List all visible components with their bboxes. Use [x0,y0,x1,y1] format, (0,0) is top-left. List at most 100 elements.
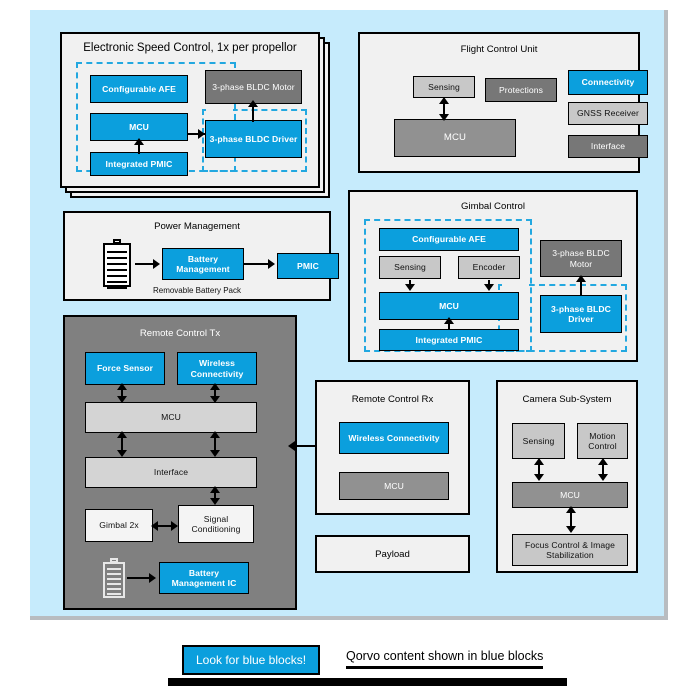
camera-focus-control[interactable]: Focus Control & Image Stabilization [512,534,628,566]
power-battery-management[interactable]: Battery Management [162,248,244,280]
gimbal-bldc-driver[interactable]: 3-phase BLDC Driver [540,295,622,333]
esc-qorvo-region-ext [202,109,307,172]
gimbal-bldc-motor[interactable]: 3-phase BLDC Motor [540,240,622,277]
fcu-protections[interactable]: Protections [485,78,557,102]
esc-configurable-afe[interactable]: Configurable AFE [90,75,188,103]
remote-tx-arrow-gs-left [151,521,158,531]
esc-title: Electronic Speed Control, 1x per propell… [83,42,297,54]
gimbal-arrow-pmic-head [444,317,454,324]
remote-tx-arrow-is-down [210,498,220,505]
remote-tx-arrow-wireless-up [210,383,220,390]
gimbal-panel: Gimbal Control Configurable AFE Sensing … [348,190,638,362]
payload-title: Payload [375,549,410,560]
gimbal-arrow-sensing-head [405,284,415,291]
camera-mcu[interactable]: MCU [512,482,628,508]
esc-integrated-pmic[interactable]: Integrated PMIC [90,152,188,176]
bottom-bar [168,678,567,686]
gimbal-title: Gimbal Control [461,201,525,212]
gimbal-integrated-pmic[interactable]: Integrated PMIC [379,329,519,351]
tx-rx-arrow-left [288,441,295,451]
camera-arrow-motion-mcu [602,462,604,479]
gimbal-sensing[interactable]: Sensing [379,256,441,279]
remote-tx-arrow-wireless-mcu [214,387,216,401]
remote-rx-title: Remote Control Rx [351,394,434,405]
remote-tx-arrow-mil-up [117,431,127,438]
remote-tx-wireless-connectivity[interactable]: Wireless Connectivity [177,352,257,385]
camera-arrow-sensing-mcu [538,462,540,479]
gimbal-mcu[interactable]: MCU [379,292,519,320]
esc-arrow-motor-head [248,100,258,107]
remote-rx-panel: Remote Control Rx Wireless Connectivity … [315,380,470,515]
fcu-title: Flight Control Unit [460,44,538,55]
camera-arrow-sm-down [534,474,544,481]
fcu-mcu[interactable]: MCU [394,119,516,157]
remote-tx-panel: Remote Control Tx Force Sensor Wireless … [63,315,297,610]
fcu-gnss-receiver[interactable]: GNSS Receiver [568,102,648,125]
fcu-panel: Flight Control Unit Sensing Protections … [358,32,648,173]
remote-tx-mcu[interactable]: MCU [85,402,257,433]
gimbal-arrow-encoder-head [484,284,494,291]
camera-panel: Camera Sub-System Sensing Motion Control… [496,380,638,573]
gimbal-arrow-sensing-mcu [409,280,411,286]
fcu-arrow-up-head [439,97,449,104]
camera-motion-control[interactable]: Motion Control [577,423,628,459]
esc-region-mask-b [206,107,233,113]
remote-tx-arrow-is-up [210,486,220,493]
remote-tx-arrow-force-down [117,396,127,403]
gimbal-arrow-motor-head [576,275,586,282]
remote-tx-arrow-mil-down [117,450,127,457]
remote-tx-arrow-mir-up [210,431,220,438]
remote-tx-battery-management-ic[interactable]: Battery Management IC [159,562,249,594]
gimbal-configurable-afe[interactable]: Configurable AFE [379,228,519,251]
legend-note: Qorvo content shown in blue blocks [346,649,544,669]
power-arrow-pmic-head [268,259,275,269]
power-arrow-bm-head [153,259,160,269]
tx-rx-link [292,445,328,447]
power-panel: Power Management Battery Management PMIC… [63,211,339,301]
fcu-sensing[interactable]: Sensing [413,76,475,98]
camera-arrow-mf-down [566,526,576,533]
remote-tx-arrow-gs-right [171,521,178,531]
fcu-connectivity[interactable]: Connectivity [568,70,648,95]
gimbal-encoder[interactable]: Encoder [458,256,520,279]
esc-arrow-pmic-head [134,138,144,145]
legend-chip[interactable]: Look for blue blocks! [182,645,320,675]
esc-arrow-mcu-to-driver [188,133,206,135]
esc-bldc-motor[interactable]: 3-phase BLDC Motor [205,70,302,104]
camera-arrow-mcu-focus [570,510,572,531]
gimbal-region-mask-b [502,282,529,288]
remote-tx-arrow-interface-signal [214,490,216,503]
camera-arrow-mm-down [598,474,608,481]
remote-tx-interface[interactable]: Interface [85,457,257,488]
remote-rx-wireless-connectivity[interactable]: Wireless Connectivity [339,422,449,454]
power-pmic[interactable]: PMIC [277,253,339,279]
remote-tx-title: Remote Control Tx [139,328,221,339]
remote-rx-mcu[interactable]: MCU [339,472,449,500]
remote-tx-gimbal[interactable]: Gimbal 2x [85,509,153,542]
remote-tx-arrow-mcu-interface-l [121,435,123,455]
camera-sensing[interactable]: Sensing [512,423,565,459]
gimbal-arrow-encoder-mcu [488,280,490,286]
remote-tx-arrow-mcu-interface-r [214,435,216,455]
remote-tx-force-sensor[interactable]: Force Sensor [85,352,165,385]
esc-arrow-pmic-to-mcu [138,144,140,154]
esc-mcu[interactable]: MCU [90,113,188,141]
remote-tx-arrow-batt-head [149,573,156,583]
camera-title: Camera Sub-System [522,394,612,405]
remote-tx-arrow-force-mcu [121,387,123,401]
remote-tx-arrow-gimbal-signal [155,525,177,527]
payload-panel: Payload [315,535,470,573]
fcu-interface[interactable]: Interface [568,135,648,158]
gimbal-arrow-pmic-mcu [448,322,450,330]
remote-tx-signal-conditioning[interactable]: Signal Conditioning [178,505,254,543]
esc-bldc-driver[interactable]: 3-phase BLDC Driver [205,120,302,158]
battery-icon [103,239,131,289]
gimbal-arrow-driver-motor [580,280,582,296]
camera-arrow-mm-up [598,458,608,465]
camera-arrow-mf-up [566,506,576,513]
remote-tx-arrow-force-up [117,383,127,390]
power-arrow-bm-to-pmic [244,263,272,265]
remote-tx-battery-icon [103,558,125,598]
fcu-arrow-sensing-mcu [443,100,445,118]
camera-arrow-sm-up [534,458,544,465]
